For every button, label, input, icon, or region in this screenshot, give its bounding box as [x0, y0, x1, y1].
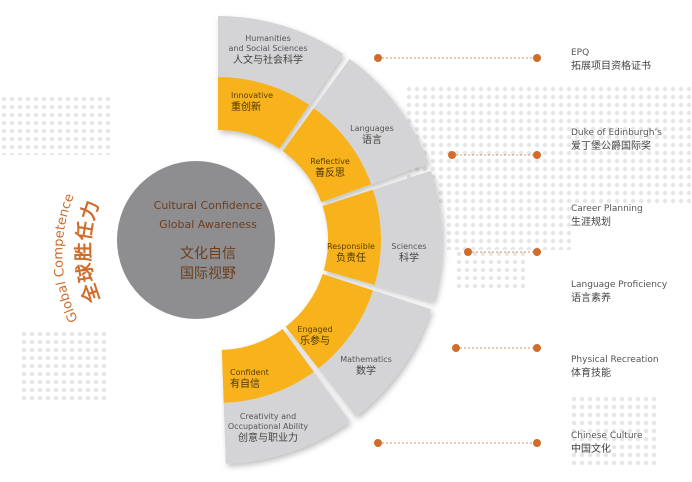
segment-creativity	[221, 328, 350, 464]
trait-band-mathematics	[285, 273, 374, 369]
connector-dot	[533, 151, 541, 159]
title-zh: 全球胜任力	[72, 197, 105, 307]
connector-dot	[533, 54, 541, 62]
subject-band-humanities	[218, 16, 344, 105]
center-line3: 文化自信	[180, 246, 236, 262]
connector-dot	[464, 248, 472, 256]
world-map-dots	[445, 205, 575, 250]
center-line2: Global Awareness	[159, 218, 257, 231]
segment-mathematics	[285, 273, 432, 417]
trait-band-creativity	[221, 328, 314, 403]
connector-dot	[533, 439, 541, 447]
center-circle	[117, 161, 275, 319]
subject-band-mathematics	[318, 290, 432, 417]
subject-band-sciences	[373, 170, 443, 302]
connector-dot	[533, 248, 541, 256]
world-map-dots	[455, 250, 525, 290]
connector-dot	[374, 54, 382, 62]
trait-band-humanities	[218, 77, 310, 149]
world-map-dots	[405, 85, 692, 205]
world-map-dots	[570, 395, 660, 465]
world-map-dots	[0, 95, 110, 155]
subject-band-creativity	[223, 371, 350, 464]
segment-languages	[282, 58, 429, 203]
world-map-dots	[20, 330, 110, 400]
segment-sciences	[322, 170, 443, 302]
connector-dot	[448, 151, 456, 159]
center-line4: 国际视野	[180, 266, 236, 282]
connector-dot	[374, 439, 382, 447]
segment-humanities	[218, 16, 344, 149]
trait-band-languages	[282, 108, 372, 203]
connector-dot	[452, 344, 460, 352]
connector-dot	[533, 344, 541, 352]
center-labels: Cultural Confidence Global Awareness 文化自…	[128, 196, 288, 284]
subject-band-languages	[313, 58, 429, 185]
center-line1: Cultural Confidence	[153, 199, 263, 212]
trait-band-sciences	[322, 189, 381, 285]
